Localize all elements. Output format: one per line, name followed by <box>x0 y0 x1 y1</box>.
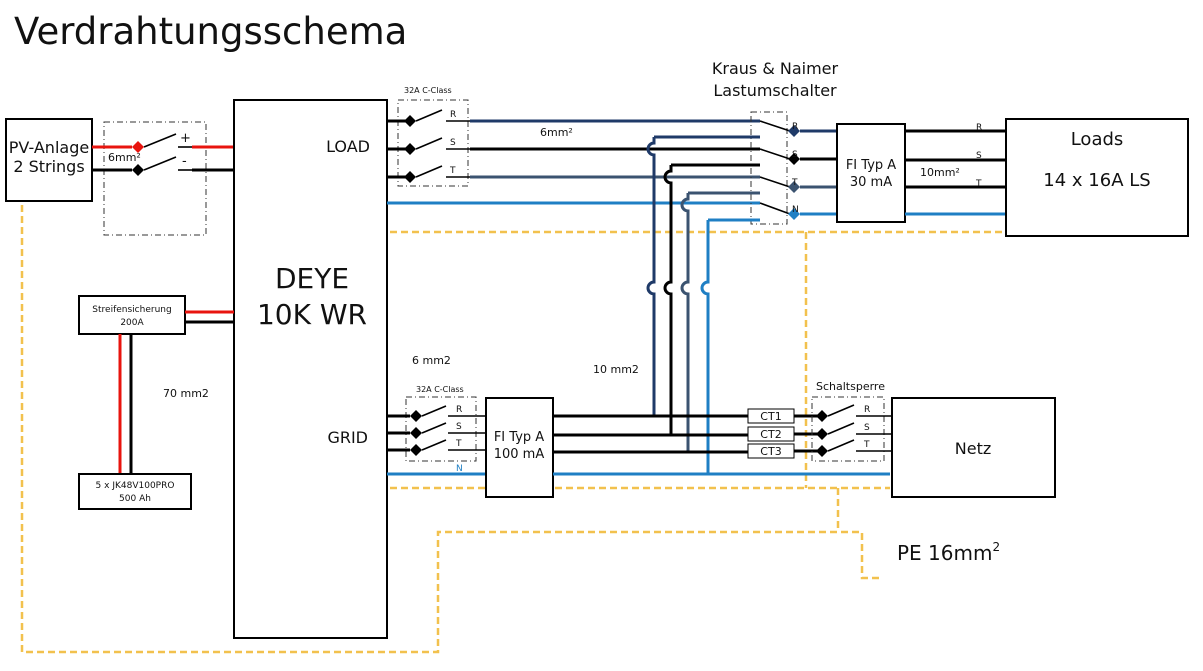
changeover-switch-label-1: Kraus & Naimer <box>712 59 839 78</box>
load-breaker-phase-t: T <box>449 166 456 176</box>
grid-main-cable-label: 10 mm2 <box>593 363 639 376</box>
lockout-phase-t: T <box>863 440 870 450</box>
inverter-box <box>233 99 388 639</box>
grid-supply: Netz <box>891 397 1056 498</box>
grid-breaker-label: 32A C-Class <box>416 385 464 394</box>
ct1-label: CT1 <box>760 410 781 423</box>
loads-title: Loads <box>1071 129 1124 150</box>
grid-breaker-phase-s: S <box>456 422 462 432</box>
netz-box <box>891 397 1056 498</box>
current-transformers: CT1 CT2 CT3 <box>747 408 795 459</box>
dc-plus-label: + <box>180 131 191 146</box>
loads-phase-t: T <box>975 179 982 189</box>
strip-fuse-label-1: Streifensicherung <box>92 305 171 315</box>
bypass-wires <box>646 135 760 474</box>
lockout-switches <box>816 404 892 457</box>
battery-bank-box <box>78 473 192 510</box>
inverter: DEYE 10K WR LOAD GRID <box>233 99 388 639</box>
load-out-cable-label: 10mm² <box>920 166 960 179</box>
rcd-30ma-box <box>836 123 906 223</box>
changeover-terminal-n: N <box>792 205 799 215</box>
inverter-label-2: 10K WR <box>257 298 367 331</box>
grid-cable-label: 6 mm2 <box>412 354 451 367</box>
rcd-100ma-label-1: FI Typ A <box>494 430 544 445</box>
lockout-phase-r: R <box>864 405 870 415</box>
dc-isolator-enclosure <box>103 121 207 236</box>
pv-cable-label: 6mm² <box>108 151 141 164</box>
loads-phase-r: R <box>976 123 982 133</box>
ct3-label: CT3 <box>760 445 781 458</box>
strip-fuse-box <box>78 295 186 335</box>
load-cable-label: 6mm² <box>540 126 573 139</box>
dc-minus-label: - <box>182 154 187 169</box>
changeover-terminal-t: T <box>791 178 798 188</box>
loads-phase-s: S <box>976 151 982 161</box>
pv-array-label-1: PV-Anlage <box>9 138 89 157</box>
grid-breaker-phase-r: R <box>456 405 462 415</box>
inverter-grid-port: GRID <box>327 428 368 447</box>
loads-panel: Loads 14 x 16A LS <box>1005 118 1189 237</box>
load-breaker-phase-s: S <box>450 138 456 148</box>
lockout-phase-s: S <box>864 423 870 433</box>
inverter-load-port: LOAD <box>326 137 370 156</box>
lockout-enclosure <box>811 396 885 462</box>
changeover-terminal-s: S <box>792 150 798 160</box>
changeover-terminal-r: R <box>792 122 798 132</box>
rcd-30ma: FI Typ A 30 mA <box>836 123 906 223</box>
changeover-switch-label-2: Lastumschalter <box>713 81 837 100</box>
pe-label: PE 16mm2 <box>897 540 1000 565</box>
strip-fuse-label-2: 200A <box>120 318 144 328</box>
rcd-100ma-label-2: 100 mA <box>494 447 545 462</box>
grid-breaker-enclosure <box>405 396 477 462</box>
grid-breaker-switches <box>387 405 486 456</box>
rcd-30ma-label-1: FI Typ A <box>846 158 896 173</box>
loads-subtitle: 14 x 16A LS <box>1043 170 1150 191</box>
ct2-label: CT2 <box>760 428 781 441</box>
battery-label-2: 500 Ah <box>119 494 151 504</box>
dc-isolator-switch <box>132 133 192 176</box>
grid-neutral-label: N <box>456 464 463 474</box>
pv-array-box <box>5 118 93 202</box>
lockout-label: Schaltsperre <box>816 380 885 393</box>
pe-network <box>20 205 1002 654</box>
rcd-30ma-label-2: 30 mA <box>850 175 892 190</box>
strip-fuse: Streifensicherung 200A <box>78 295 186 335</box>
changeover-switch-enclosure <box>750 111 788 225</box>
pv-array: PV-Anlage 2 Strings <box>5 118 93 202</box>
netz-label: Netz <box>955 439 991 458</box>
battery-cable-label: 70 mm2 <box>163 387 209 400</box>
changeover-switch-contacts <box>759 120 800 220</box>
rcd-100ma: FI Typ A 100 mA <box>485 397 554 498</box>
load-breaker-switches <box>387 109 470 183</box>
battery-bank: 5 x JK48V100PRO 500 Ah <box>78 473 192 510</box>
battery-label-1: 5 x JK48V100PRO <box>96 481 175 491</box>
load-breaker-enclosure <box>397 99 469 187</box>
loads-box <box>1005 118 1189 237</box>
load-breaker-label: 32A C-Class <box>404 86 452 95</box>
pv-array-label-2: 2 Strings <box>13 157 84 176</box>
page-title: Verdrahtungsschema <box>14 10 407 53</box>
load-breaker-phase-r: R <box>450 110 456 120</box>
rcd-100ma-box <box>485 397 554 498</box>
inverter-label-1: DEYE <box>275 262 349 295</box>
grid-breaker-phase-t: T <box>455 439 462 449</box>
